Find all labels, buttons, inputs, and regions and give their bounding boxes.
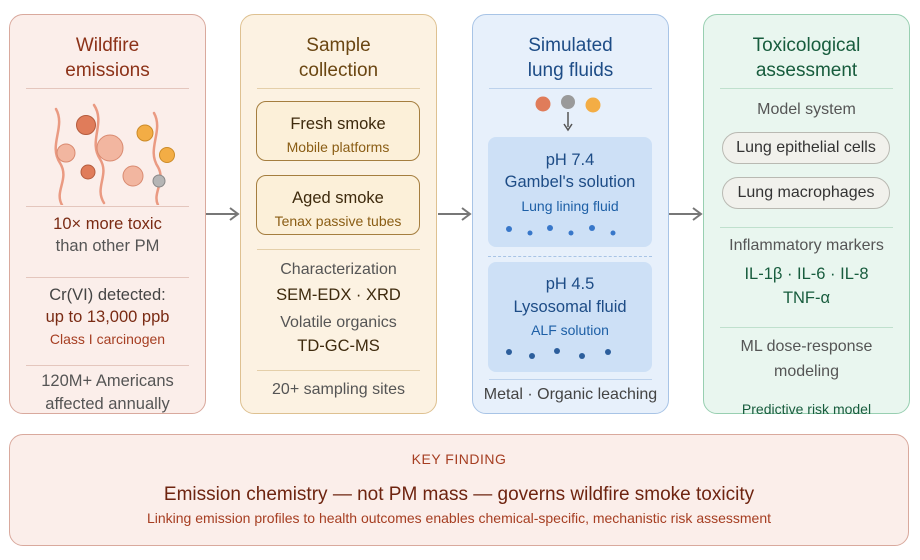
particle <box>136 124 154 142</box>
particle <box>96 134 124 162</box>
affected-line-2: affected annually <box>45 395 170 413</box>
particle <box>80 164 96 180</box>
model-system-label: Model system <box>757 101 856 118</box>
divider <box>720 88 893 89</box>
chromium-value: up to 13,000 ppb <box>45 308 170 326</box>
toxicity-line-2: than other PM <box>55 237 160 255</box>
key-finding-subline: Linking emission profiles to health outc… <box>146 510 772 526</box>
divider <box>26 365 189 366</box>
leaching-label: Metal · Organic leaching <box>483 386 658 403</box>
particle <box>122 165 144 187</box>
particle <box>152 174 166 188</box>
divider <box>257 249 420 250</box>
gambel-name: Gambel's solution <box>504 173 636 191</box>
particle <box>535 96 551 112</box>
gambel-fluid-box: pH 7.4 Gambel's solution Lung lining flu… <box>488 137 652 247</box>
aged-smoke-box: Aged smoke Tenax passive tubes <box>256 175 420 235</box>
particle <box>561 95 575 109</box>
title-line: Simulated <box>528 35 613 56</box>
divider <box>26 88 189 89</box>
panel-toxicological-assessment: Toxicological assessment Model system Lu… <box>703 14 910 414</box>
volatile-method: TD-GC-MS <box>297 337 380 355</box>
sampling-sites: 20+ sampling sites <box>272 381 405 398</box>
down-arrow-head <box>563 123 573 132</box>
toxicity-line-1: 10× more toxic <box>53 215 162 233</box>
particle <box>76 115 96 135</box>
divider <box>257 88 420 89</box>
smoke-particles-illustration <box>54 103 175 205</box>
title-line: lung fluids <box>527 60 614 81</box>
fresh-smoke-box: Fresh smoke Mobile platforms <box>256 101 420 161</box>
aged-smoke-sub: Tenax passive tubes <box>274 213 402 229</box>
smoke-wisp <box>152 111 162 205</box>
gambel-ph: pH 7.4 <box>545 151 595 169</box>
alf-name: Lysosomal fluid <box>513 298 627 316</box>
panel-simulated-lung-fluids: Simulated lung fluids pH 7.4 Gambel's so… <box>472 14 669 414</box>
panel-title: Toxicological assessment <box>704 33 909 83</box>
panel-title: Simulated lung fluids <box>473 33 668 83</box>
particle <box>585 97 601 113</box>
particle <box>159 147 175 163</box>
title-line: Toxicological <box>752 35 861 56</box>
key-finding-label: KEY FINDING <box>411 451 507 467</box>
divider <box>26 206 189 207</box>
key-finding-headline: Emission chemistry — not PM mass — gover… <box>163 484 755 505</box>
predictive-risk-model: Predictive risk model <box>741 401 872 414</box>
title-line: collection <box>298 60 379 81</box>
lung-macrophages-pill: Lung macrophages <box>722 177 890 209</box>
flow-arrow-icon <box>438 207 472 221</box>
chromium-label: Cr(VI) detected: <box>49 286 166 304</box>
smoke-wisp <box>92 103 106 205</box>
flow-arrow-icon <box>669 207 703 221</box>
key-finding-box: KEY FINDING Emission chemistry — not PM … <box>9 434 909 546</box>
alf-ph: pH 4.5 <box>545 275 595 293</box>
gambel-desc: Lung lining fluid <box>521 198 619 214</box>
dashed-divider <box>488 256 652 257</box>
panel-title: Sample collection <box>241 33 436 83</box>
dissolved-particles <box>506 225 616 236</box>
affected-line-1: 120M+ Americans <box>41 372 174 390</box>
divider <box>489 379 652 380</box>
divider <box>489 88 652 89</box>
divider <box>720 327 893 328</box>
flow-arrow-icon <box>206 207 240 221</box>
panel-title: Wildfire emissions <box>10 33 205 83</box>
fresh-smoke-title: Fresh smoke <box>290 115 386 133</box>
tnf-marker: TNF-α <box>782 289 831 307</box>
carcinogen-class: Class I carcinogen <box>49 331 166 347</box>
fresh-smoke-sub: Mobile platforms <box>286 139 390 155</box>
title-line: emissions <box>65 60 150 81</box>
particle <box>56 143 76 163</box>
divider <box>720 227 893 228</box>
inflammatory-markers-label: Inflammatory markers <box>729 237 884 254</box>
divider <box>26 277 189 278</box>
title-line: Sample <box>306 35 371 56</box>
volatile-label: Volatile organics <box>280 314 397 331</box>
characterization-methods: SEM-EDX · XRD <box>276 286 401 304</box>
lysosomal-fluid-box: pH 4.5 Lysosomal fluid ALF solution <box>488 262 652 372</box>
title-line: assessment <box>755 60 858 81</box>
ml-modeling-line-1: ML dose-response <box>740 338 873 355</box>
aged-smoke-title: Aged smoke <box>292 189 384 207</box>
alf-desc: ALF solution <box>531 322 609 338</box>
interleukin-markers: IL-1β · IL-6 · IL-8 <box>744 265 869 283</box>
panel-wildfire-emissions: Wildfire emissions 10× more toxic than o… <box>9 14 206 414</box>
particles-dissolving-icon <box>535 95 601 132</box>
ml-modeling-line-2: modeling <box>774 363 839 380</box>
dissolved-particles <box>506 348 611 359</box>
lung-epithelial-cells-pill: Lung epithelial cells <box>722 132 890 164</box>
panel-sample-collection: Sample collection Fresh smoke Mobile pla… <box>240 14 437 414</box>
characterization-label: Characterization <box>280 261 397 278</box>
smoke-wisp <box>54 107 65 205</box>
divider <box>257 370 420 371</box>
title-line: Wildfire <box>75 35 140 56</box>
